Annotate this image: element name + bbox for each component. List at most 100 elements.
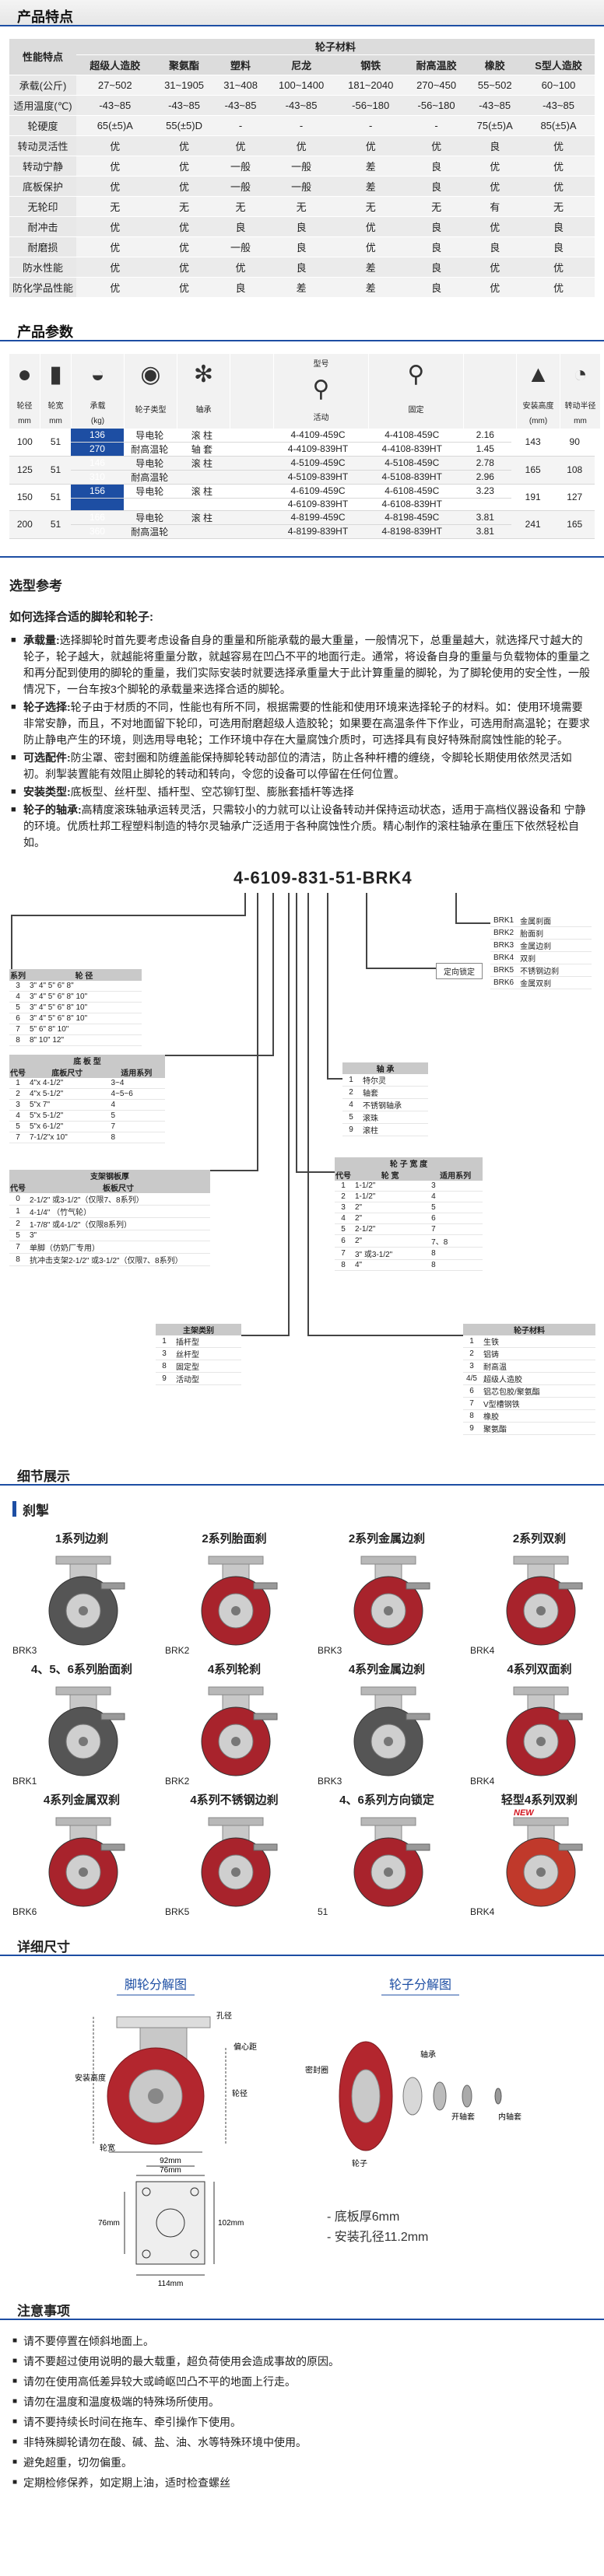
feature-cell: - bbox=[405, 115, 468, 136]
param-icon-label: 轴承 bbox=[195, 406, 212, 415]
guide-item-head: 安装类型: bbox=[23, 785, 71, 798]
bearing-row-cell: 特尔灵 bbox=[360, 1073, 428, 1087]
stem-row-cell: 2-1/2" 或3-1/2"（仅限7、8系列） bbox=[26, 1192, 210, 1206]
feature-cell: 差 bbox=[335, 277, 406, 298]
series-row-cell: 5" 6" 8" 10" bbox=[26, 1024, 142, 1035]
param-load: 270 bbox=[71, 442, 124, 457]
param-diameter: 100 bbox=[9, 428, 40, 457]
main-type-row-cell: 1 bbox=[156, 1335, 173, 1348]
param-spacer bbox=[227, 498, 272, 511]
param-icon: ⚲ bbox=[312, 376, 330, 402]
feature-cell: 无 bbox=[214, 196, 267, 217]
connector-line bbox=[327, 1077, 342, 1080]
mount-row-cell: 4~5~6 bbox=[107, 1088, 165, 1100]
mount-row-cell: 3~4 bbox=[107, 1077, 165, 1089]
width-row-cell: 3" 或3-1/2" bbox=[352, 1247, 429, 1260]
plate-dim-102: 102mm bbox=[218, 2219, 244, 2228]
feature-cell: -43~85 bbox=[76, 95, 154, 116]
feature-cell: 无 bbox=[76, 196, 154, 217]
feature-cell: 优 bbox=[522, 176, 595, 197]
mount-row-cell: 7 bbox=[107, 1121, 165, 1132]
param-swivel-model: 4-4109-459C bbox=[271, 428, 365, 443]
feature-row: 转动灵活性优优优优优优良优 bbox=[9, 135, 595, 156]
connector-line bbox=[327, 892, 328, 1080]
param-bearing bbox=[175, 498, 228, 511]
width-row-cell: 7、8 bbox=[428, 1234, 483, 1248]
series-row-cell: 3" 4" 5" 6" 8" bbox=[26, 980, 142, 992]
param-icon-label: 安装高度 bbox=[522, 401, 554, 411]
guide-title: 选型参考 bbox=[9, 578, 62, 593]
width-row-cell: 5 bbox=[428, 1202, 483, 1213]
param-icon-col: ⚲固定 bbox=[369, 353, 464, 429]
caster-photo bbox=[48, 1556, 125, 1645]
material-col-header: 钢铁 bbox=[335, 54, 406, 75]
param-load bbox=[71, 498, 124, 511]
feature-cell: 良 bbox=[214, 277, 267, 298]
brake-label-text: 刹掣 bbox=[23, 1503, 49, 1518]
mount-col-header: 适用系列 bbox=[107, 1066, 165, 1078]
param-rigid-model: 4-6108-459C bbox=[364, 484, 459, 499]
guide-subtitle: 如何选择合适的脚轮和轮子: bbox=[9, 610, 153, 624]
param-icon-label: 轮子类型 bbox=[135, 406, 167, 415]
feature-label: 底板保护 bbox=[9, 176, 76, 197]
series-row-cell: 4 bbox=[9, 991, 26, 1003]
feature-cell: 100~1400 bbox=[266, 75, 336, 96]
width-col-header: 代号 bbox=[335, 1168, 352, 1181]
feature-cell: 优 bbox=[76, 176, 154, 197]
param-type: 导电轮 bbox=[123, 510, 176, 525]
feature-cell: 31~408 bbox=[214, 75, 267, 96]
new-badge: NEW bbox=[514, 1808, 534, 1818]
width-row-cell: 1-1/2" bbox=[352, 1180, 429, 1192]
feature-cell: 优 bbox=[76, 135, 154, 156]
wheel-label-bearing: 轴承 bbox=[420, 2049, 436, 2060]
feature-cell: 无 bbox=[522, 196, 595, 217]
plate-dim-92: 92mm bbox=[160, 2157, 181, 2165]
guide-item-head: 轮子选择: bbox=[23, 700, 71, 713]
bearing-row-cell: 5 bbox=[342, 1111, 360, 1124]
width-row-cell: 8 bbox=[428, 1247, 483, 1260]
wheel-material-row-cell: 7 bbox=[463, 1397, 480, 1410]
wheel-material-row-cell: 1 bbox=[463, 1335, 480, 1348]
bearing-row-cell: 不锈钢轴承 bbox=[360, 1098, 428, 1111]
series-row: 7 5" 6" 8" 10" bbox=[9, 1024, 142, 1035]
param-rigid-model: 4-5108-839HT bbox=[364, 470, 459, 485]
connector-line bbox=[257, 892, 258, 1171]
feature-cell: 优 bbox=[467, 277, 523, 298]
plate-dim-76a: 76mm bbox=[160, 2166, 181, 2175]
plate-dim-76b: 76mm bbox=[98, 2219, 120, 2228]
guide-item-text: 高精度滚珠轴承运转灵活，只需较小的力就可以让设备转动并保持运动状态，适用于高档仪… bbox=[23, 803, 586, 849]
param-mount-value: 1.45 bbox=[458, 442, 511, 457]
brake-option-row-cell: 金属刹面 bbox=[517, 914, 592, 927]
wheel-material-row-cell: 聚氨酯 bbox=[480, 1422, 595, 1435]
guide-item-text: 底板型、丝杆型、插杆型、空芯铆钉型、膨胀套插杆等选择 bbox=[70, 785, 354, 798]
feature-label: 转动宁静 bbox=[9, 156, 76, 177]
caster-photo bbox=[48, 1817, 125, 1906]
feature-cell: 良 bbox=[467, 236, 523, 257]
features-material-header: 轮子材料 bbox=[76, 39, 595, 55]
param-radius: 127 bbox=[554, 484, 595, 511]
caster-photo bbox=[353, 1556, 430, 1645]
wheel-material-row-cell: 9 bbox=[463, 1422, 480, 1435]
stem-row-cell: 2 bbox=[9, 1217, 26, 1230]
wheel-material-row-cell: 6 bbox=[463, 1384, 480, 1398]
series-row-cell: 3" 4" 5" 6" 8" 10" bbox=[26, 991, 142, 1003]
